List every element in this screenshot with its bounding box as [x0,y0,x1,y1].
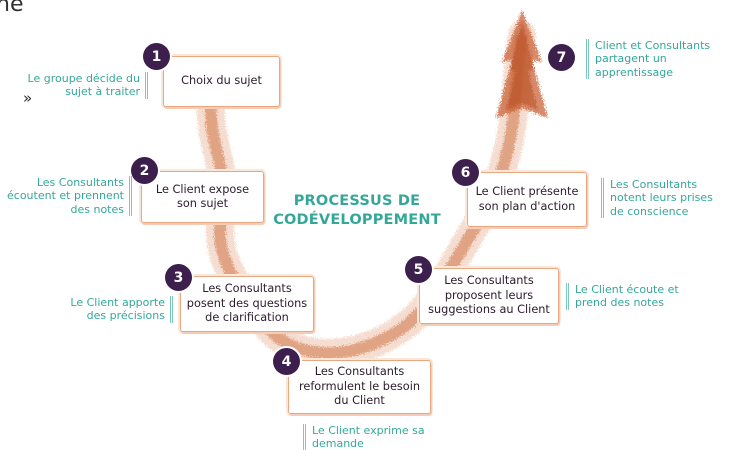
step-3-badge: 3 [165,264,192,291]
step-5-box: Les Consultants proposent leurs suggesti… [419,268,559,324]
step-1-note: Le groupe décide du sujet à traiter [14,72,148,99]
step-6-badge: 6 [452,159,479,186]
diagram-title: PROCESSUS DE CODÉVELOPPEMENT [262,192,452,230]
arrow-head [496,10,548,118]
step-7-note: Client et Consultants partagent un appre… [586,39,737,80]
step-7-badge: 7 [548,44,575,71]
clipped-heading-fragment: ne [0,0,24,17]
step-3-box: Les Consultants posent des questions de … [180,276,314,332]
step-2-note: Les Consultants écoutent et prennent des… [6,176,132,217]
step-2-box: Le Client expose son sujet [141,171,264,223]
step-2-badge: 2 [131,157,158,184]
step-4-note: Le Client exprime sa demande [303,424,432,450]
step-4-badge: 4 [273,348,300,375]
step-3-note: Le Client apporte des précisions [48,296,173,323]
step-5-badge: 5 [405,256,432,283]
step-6-note: Les Consultants notent leurs prises de c… [601,178,722,219]
clipped-quote-mark: » [23,89,33,107]
step-4-box: Les Consultants reformulent le besoin du… [288,360,431,414]
step-1-box: Choix du sujet [163,56,280,107]
diagram-title-line1: PROCESSUS DE [293,193,421,209]
step-1-badge: 1 [143,43,170,70]
step-6-box: Le Client présente son plan d'action [467,172,587,227]
step-5-note: Le Client écoute et prend des notes [566,283,699,310]
diagram-title-line2: CODÉVELOPPEMENT [273,212,441,229]
